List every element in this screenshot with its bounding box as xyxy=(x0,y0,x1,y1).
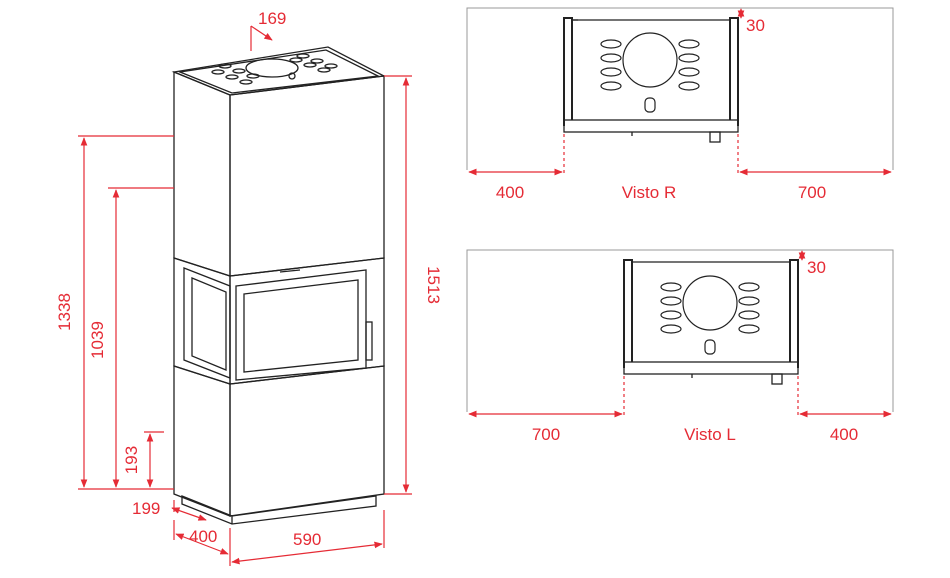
wall-outline-l xyxy=(466,249,894,412)
side-glass-inner xyxy=(191,277,227,371)
stove-top-inner xyxy=(177,49,381,94)
unit-left-wall-l xyxy=(623,259,633,368)
dim-height-total: 1513 xyxy=(424,266,443,304)
top-vents xyxy=(211,53,338,85)
plan-view-r: 400 Visto R 700 30 xyxy=(466,7,894,202)
dim-height-outlet: 1039 xyxy=(88,321,107,359)
unit-right-wall-r xyxy=(729,17,739,126)
vent-slots-l xyxy=(660,282,760,334)
dim-depth-base: 199 xyxy=(132,499,160,518)
air-inlet-r xyxy=(644,97,656,113)
unit-right-wall-l xyxy=(789,259,799,368)
lower-front-face xyxy=(229,365,385,517)
back-gap-l: 30 xyxy=(807,258,826,277)
label-visto-r: Visto R xyxy=(622,183,677,202)
wall-outline-r xyxy=(466,7,894,170)
stove-drawing xyxy=(171,46,387,525)
upper-left-face xyxy=(173,71,231,277)
unit-front-l xyxy=(623,361,799,375)
unit-front-r xyxy=(563,119,739,133)
front-glass xyxy=(243,279,359,373)
clearance-right-l: 400 xyxy=(830,425,858,444)
clearance-right-r: 700 xyxy=(798,183,826,202)
unit-left-wall-r xyxy=(563,17,573,126)
back-gap-r: 30 xyxy=(746,16,765,35)
vent-slots-r xyxy=(600,39,700,91)
dim-width: 590 xyxy=(293,530,321,549)
flue-circle-l xyxy=(682,275,738,331)
clearance-left-l: 700 xyxy=(532,425,560,444)
dim-height-side: 1338 xyxy=(55,293,74,331)
clearance-left-r: 400 xyxy=(496,183,524,202)
firebox-left-frame xyxy=(173,257,231,385)
base-plinth xyxy=(181,495,377,525)
stove-dimensions: 169 1513 1338 1039 193 199 400 590 xyxy=(55,9,443,566)
plan-view-l: 700 Visto L 400 30 xyxy=(466,249,894,444)
dim-top-outlet: 169 xyxy=(258,9,286,28)
dim-height-air: 193 xyxy=(122,446,141,474)
flue-opening xyxy=(245,58,299,78)
lower-left-face xyxy=(173,365,231,517)
door-handle xyxy=(365,321,373,361)
top-deflector xyxy=(279,269,301,273)
label-visto-l: Visto L xyxy=(684,425,736,444)
flue-circle-r xyxy=(622,32,678,88)
dim-depth: 400 xyxy=(189,527,217,546)
air-inlet-l xyxy=(704,339,716,355)
upper-front-face xyxy=(229,75,385,277)
